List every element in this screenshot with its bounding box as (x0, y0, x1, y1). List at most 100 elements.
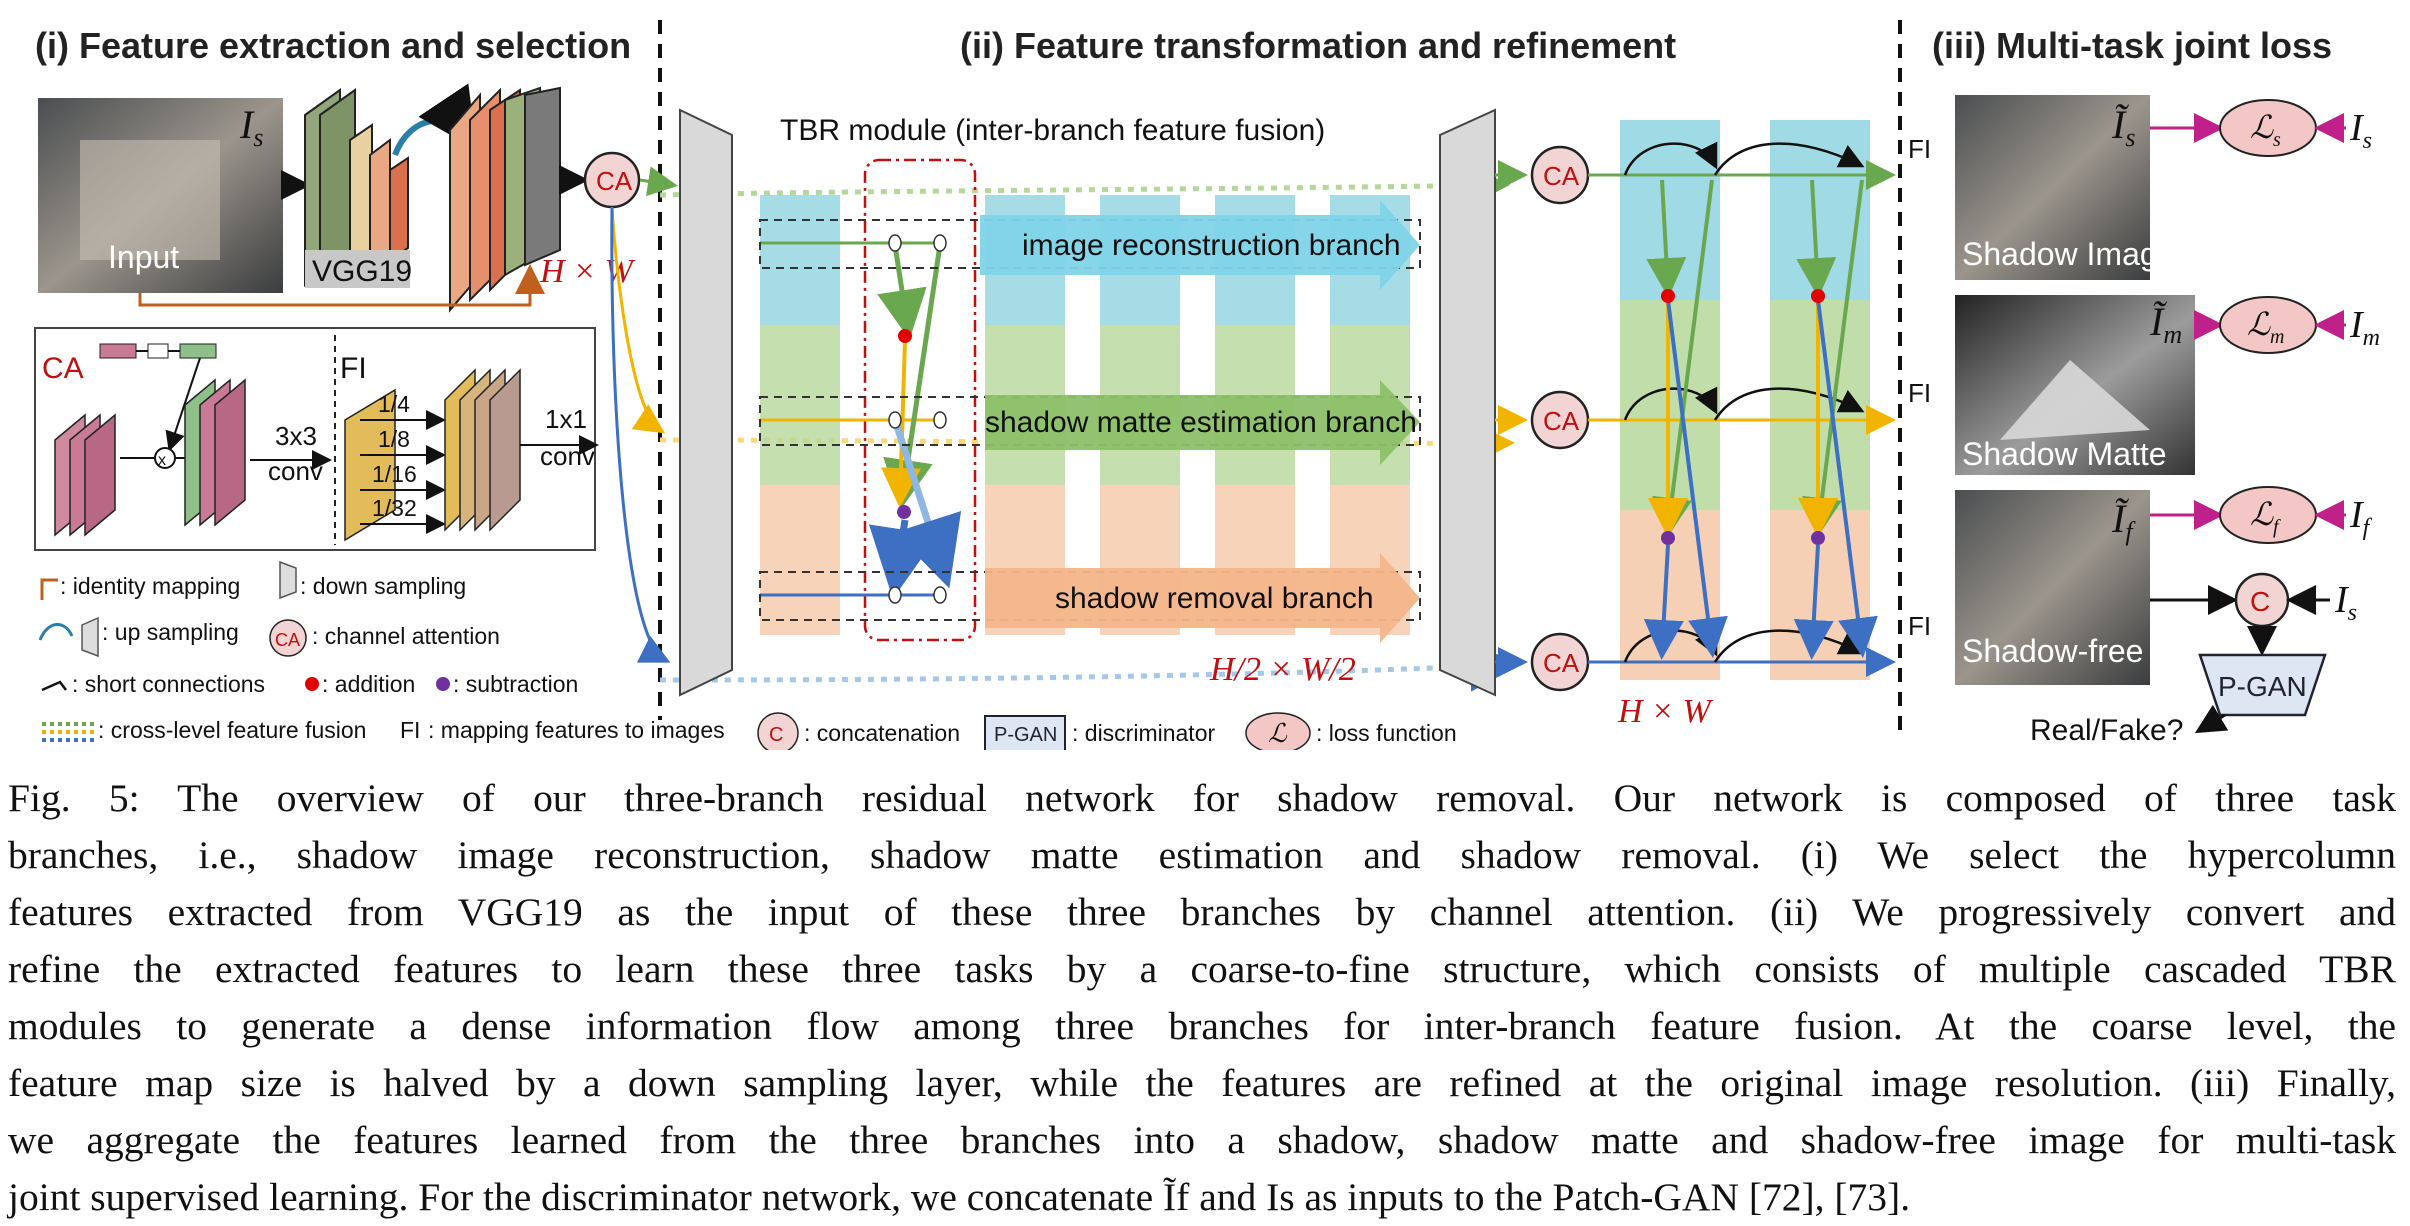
vgg19-label: VGG19 (312, 255, 412, 288)
target-is-2: Is (2334, 579, 2357, 626)
loss-s: ℒs (2219, 99, 2317, 157)
ca-circle-matte: CA (1530, 390, 1590, 450)
svg-text:1/8: 1/8 (378, 426, 410, 452)
tbr-column (760, 195, 840, 635)
refine-connections (1588, 141, 1896, 677)
section-title-loss: (iii) Multi-task joint loss (1932, 25, 2332, 66)
svg-text:3x3: 3x3 (275, 421, 317, 451)
branch-arrow-removal: shadow removal branch (985, 553, 1420, 643)
svg-text:: cross-level feature fusion: : cross-level feature fusion (98, 717, 366, 743)
svg-text:: up sampling: : up sampling (102, 619, 239, 645)
tbr-inner-connections (760, 234, 962, 604)
concatenation-icon (757, 712, 799, 750)
concat-circle: C (2234, 572, 2290, 628)
svg-text:: loss function: : loss function (1316, 720, 1457, 746)
svg-text:shadow matte estimation branch: shadow matte estimation branch (985, 406, 1417, 439)
real-fake-label: Real/Fake? (2030, 714, 2183, 747)
fi-detail-label: FI (340, 352, 367, 385)
svg-text:CA: CA (1543, 161, 1580, 191)
fi-label-1: FI (1908, 134, 1931, 164)
down-sampling-block (679, 108, 733, 697)
target-is-1: Is (2349, 107, 2372, 154)
svg-text:CA: CA (275, 630, 300, 650)
loss-m: ℒm (2219, 296, 2317, 354)
ca-circle-reconstruction: CA (1530, 145, 1590, 205)
short-connection-icon (41, 680, 67, 692)
output-shadow-matte: Shadow Matte Ĩm (1955, 295, 2195, 475)
input-image: Input Is (38, 98, 283, 293)
section-title-extraction: (i) Feature extraction and selection (35, 25, 631, 66)
svg-text:P-GAN: P-GAN (994, 724, 1057, 746)
svg-text:1/4: 1/4 (378, 391, 410, 417)
ca-detail-label: CA (42, 352, 84, 385)
half-size-label: H/2 × W/2 (1209, 651, 1356, 688)
branch-arrow-matte: shadow matte estimation branch (985, 380, 1420, 465)
figure-caption: Fig. 5: The overview of our three-branch… (8, 770, 2396, 1226)
patch-gan-discriminator: P-GAN (2198, 653, 2327, 717)
svg-text:C: C (769, 724, 783, 746)
svg-text:1/32: 1/32 (372, 495, 417, 521)
section-title-transformation: (ii) Feature transformation and refineme… (960, 25, 1676, 66)
input-label: Input (108, 239, 179, 275)
fi-label-2: FI (1908, 378, 1931, 408)
caption-line: branches, i.e., shadow image reconstruct… (8, 833, 2396, 877)
up-sampling-icon (38, 623, 74, 641)
svg-text:conv: conv (268, 456, 323, 486)
svg-text:1x1: 1x1 (545, 404, 587, 434)
caption-line: modules to generate a dense information … (8, 1004, 2396, 1048)
discriminator-icon (984, 715, 1066, 750)
svg-text:: addition: : addition (322, 671, 415, 697)
svg-text:CA: CA (1543, 648, 1580, 678)
ca-legend-icon (269, 619, 307, 657)
legend: : identity mapping : down sampling : up … (38, 560, 1457, 750)
svg-text:: mapping features to images: : mapping features to images (428, 717, 725, 743)
svg-text:FI: FI (400, 717, 420, 743)
caption-line: joint supervised learning. For the discr… (8, 1175, 1911, 1219)
svg-text:CA: CA (1543, 406, 1580, 436)
ca-detail-box: CA x 3x3 conv FI 1/4 1/8 1/16 1/32 1x1 (34, 327, 599, 551)
identity-mapping-icon (40, 578, 58, 600)
output-shadow-free: Shadow-free Ĩf (1955, 490, 2150, 685)
svg-text:: short connections: : short connections (72, 671, 265, 697)
svg-text:ℒ: ℒ (1268, 719, 1288, 748)
svg-text:: concatenation: : concatenation (804, 720, 960, 746)
svg-text:: channel attention: : channel attention (312, 623, 500, 649)
caption-line: refine the extracted features to learn t… (8, 947, 2396, 991)
target-im: Im (2349, 304, 2380, 351)
tbr-module-box (863, 158, 977, 642)
svg-text:: identity mapping: : identity mapping (60, 573, 240, 599)
svg-text:Shadow-free: Shadow-free (1962, 633, 2143, 669)
target-if: If (2349, 494, 2373, 541)
fi-label-3: FI (1908, 611, 1931, 641)
input-size-label: H × W (539, 253, 635, 290)
caption-line: Fig. 5: The overview of our three-branch… (8, 776, 2396, 820)
svg-text:image reconstruction branch: image reconstruction branch (1022, 229, 1401, 262)
svg-text:: down sampling: : down sampling (300, 573, 466, 599)
full-size-label: H × W (1617, 693, 1713, 730)
loss-f: ℒf (2219, 486, 2317, 544)
svg-text:Shadow Matte: Shadow Matte (1962, 436, 2167, 472)
svg-text:P-GAN: P-GAN (2218, 671, 2307, 702)
down-sampling-icon (279, 560, 297, 600)
svg-text:CA: CA (596, 166, 633, 196)
svg-text:ℒm: ℒm (2247, 306, 2285, 348)
ca-circle-main: CA (583, 151, 641, 209)
tbr-title: TBR module (inter-branch feature fusion) (780, 114, 1325, 147)
loss-function-icon (1245, 712, 1311, 750)
caption-line: features extracted from VGG19 as the inp… (8, 890, 2396, 934)
svg-text:shadow removal branch: shadow removal branch (1055, 582, 1374, 615)
svg-text:: subtraction: : subtraction (453, 671, 578, 697)
caption-line: feature map size is halved by a down sam… (8, 1061, 2396, 1105)
svg-text:x: x (158, 452, 166, 469)
svg-text:conv: conv (540, 441, 595, 471)
ca-circle-removal: CA (1530, 632, 1590, 692)
svg-text:1/16: 1/16 (372, 461, 417, 487)
output-shadow-image: Shadow Image Ĩs (1955, 95, 2175, 280)
addition-icon (305, 677, 319, 691)
caption-line: we aggregate the features learned from t… (8, 1118, 2396, 1162)
subtraction-icon (436, 677, 450, 691)
branch-arrow-reconstruction: image reconstruction branch (980, 200, 1420, 290)
svg-text:Shadow Image: Shadow Image (1962, 236, 2175, 272)
svg-text:C: C (2250, 586, 2270, 617)
architecture-diagram: (i) Feature extraction and selection (ii… (34, 20, 2380, 750)
